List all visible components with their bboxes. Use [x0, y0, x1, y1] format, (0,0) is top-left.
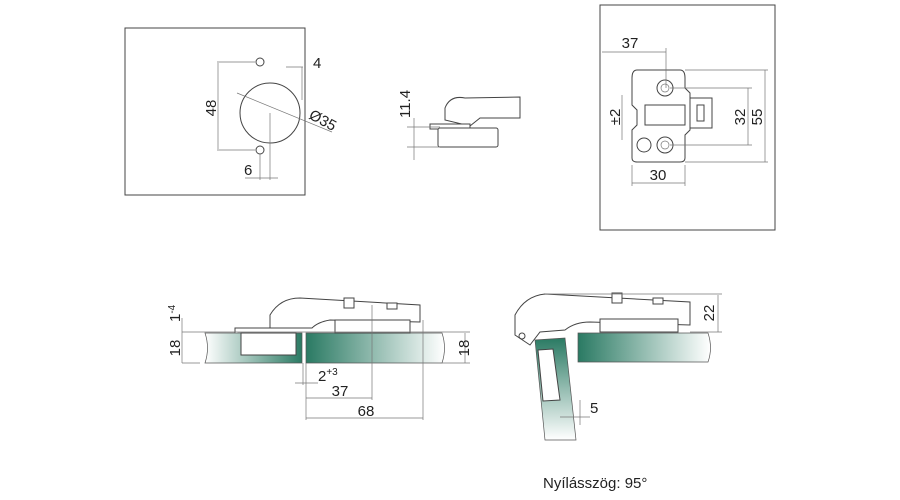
closed-hinge-view: 1-4 18 18 2+3 37 68 [167, 297, 473, 420]
dim-11-4: 11.4 [397, 90, 414, 118]
dim-22: 22 [701, 305, 718, 322]
cup-drilling-view: 48 4 Ø35 6 [124, 27, 339, 196]
dim-diameter-35: Ø35 [306, 107, 339, 135]
opening-angle-caption: Nyílásszög: 95° [543, 475, 647, 492]
dim-55: 55 [749, 109, 766, 126]
dim-left-18: 18 [167, 340, 184, 357]
dim-adjust-2: ±2 [607, 109, 624, 126]
dim-6: 6 [244, 162, 252, 179]
screw-hole-bottom [255, 145, 265, 155]
cup-depth-view: 11.4 [397, 90, 521, 160]
screw-icon [652, 297, 664, 305]
dim-overlay-1: 1-4 [167, 304, 184, 322]
door-panel-outline [124, 27, 306, 196]
cabinet-side-outline [599, 4, 776, 231]
dim-right-18: 18 [456, 340, 473, 357]
adjust-screw-icon [636, 137, 652, 153]
screw-icon [343, 297, 355, 309]
dim-68: 68 [358, 403, 375, 420]
cabinet-panel [577, 332, 711, 363]
screw-icon [611, 292, 623, 304]
screw-icon [386, 302, 398, 310]
dim-5: 5 [590, 400, 598, 417]
open-hinge-view: 22 5 Nyílásszög: 95° [514, 292, 722, 492]
dim-32: 32 [732, 109, 749, 126]
dim-gap-2: 2+3 [318, 367, 338, 385]
dim-30: 30 [650, 167, 667, 184]
dim-4: 4 [313, 55, 321, 72]
dim-48: 48 [203, 100, 220, 117]
cabinet-panel [305, 332, 445, 364]
screw-hole-top [255, 57, 265, 67]
dim-37: 37 [622, 35, 639, 52]
mounting-plate-view: 37 55 32 ±2 30 [599, 4, 776, 231]
dim-37: 37 [332, 383, 349, 400]
